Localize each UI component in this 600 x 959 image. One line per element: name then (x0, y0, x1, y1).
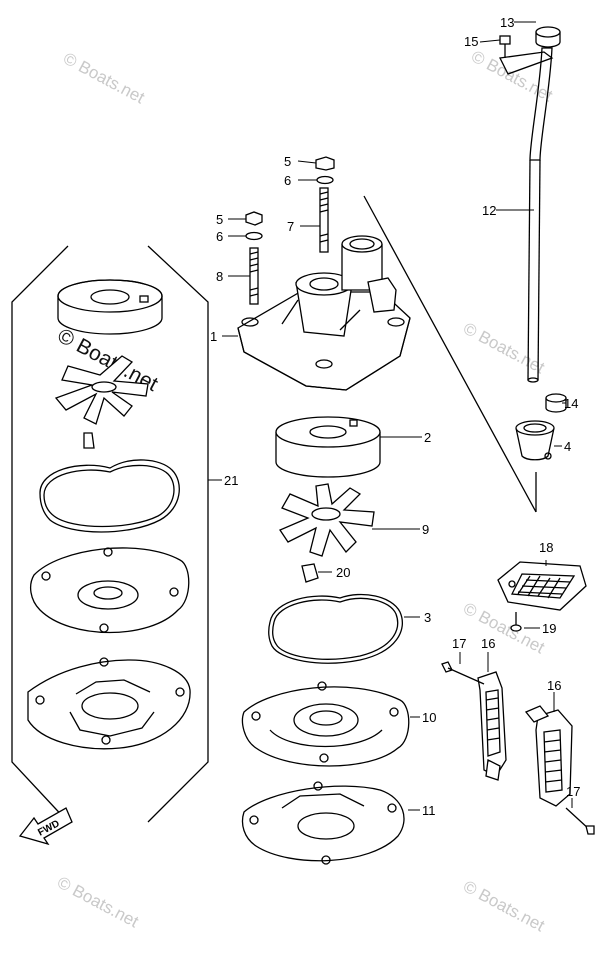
callout-19: 19 (542, 621, 556, 636)
kit-impeller (54, 355, 149, 425)
water-tube-12 (537, 159, 541, 381)
callout-10: 10 (422, 710, 436, 725)
callout-14: 14 (564, 396, 578, 411)
watermark: © Boats.net (460, 877, 548, 936)
screen-16 (524, 705, 573, 807)
nut-5 (245, 211, 263, 226)
grommet-14 (545, 393, 567, 413)
callout-6: 6 (284, 173, 291, 188)
plate-11 (241, 781, 405, 865)
nut-5 (315, 156, 335, 171)
bolt-15 (499, 35, 511, 58)
callout-15: 15 (464, 34, 478, 49)
callout-8: 8 (216, 269, 223, 284)
screw-17 (441, 661, 485, 685)
callout-12: 12 (482, 203, 496, 218)
kit-gasket (43, 464, 175, 528)
pump-case-1 (237, 235, 411, 391)
plate-10 (241, 681, 410, 767)
callout-17: 17 (566, 784, 580, 799)
kit-gasket (39, 459, 180, 533)
callout-5: 5 (284, 154, 291, 169)
impeller-9 (279, 483, 375, 557)
water-tube-12 (527, 159, 531, 381)
assembly-line (363, 195, 537, 513)
washer-6 (316, 175, 334, 185)
screw-17 (565, 807, 595, 835)
seal-4 (515, 420, 555, 461)
leader-lines (208, 21, 573, 811)
drawing (11, 21, 595, 865)
callout-17: 17 (452, 636, 466, 651)
callout-21: 21 (224, 473, 238, 488)
kit-gasket-plate (27, 657, 191, 750)
callout-3: 3 (424, 610, 431, 625)
watermark: © Boats.net (54, 873, 142, 932)
callout-9: 9 (422, 522, 429, 537)
screen-16 (477, 671, 507, 781)
fwd-arrow-icon (18, 807, 73, 846)
callout-16: 16 (547, 678, 561, 693)
callout-6: 6 (216, 229, 223, 244)
callout-7: 7 (287, 219, 294, 234)
insert-2 (275, 416, 381, 478)
washer-6 (245, 231, 263, 241)
kit-bracket-21 (147, 245, 209, 823)
stud-7 (319, 187, 329, 253)
callout-labels: 13 15 12 5 6 7 5 6 8 1 2 9 20 3 10 11 21… (210, 15, 580, 818)
watermark: © Boats.net (468, 47, 556, 106)
watermark: © Boats.net (460, 319, 548, 378)
callout-16: 16 (481, 636, 495, 651)
watermark: © Boats.net (60, 49, 148, 108)
callout-1: 1 (210, 329, 217, 344)
screen-plate-18 (497, 561, 587, 611)
kit-liner-plate (29, 547, 190, 634)
callout-11: 11 (422, 803, 436, 818)
kit-bracket-21 (11, 245, 69, 823)
screw-19 (510, 612, 522, 632)
kit-key (83, 432, 95, 449)
callout-4: 4 (564, 439, 571, 454)
callout-18: 18 (539, 540, 553, 555)
callout-2: 2 (424, 430, 431, 445)
callout-5: 5 (216, 212, 223, 227)
callout-20: 20 (336, 565, 350, 580)
key-20 (301, 563, 319, 583)
callout-13: 13 (500, 15, 514, 30)
stud-8 (249, 247, 259, 305)
grommet-13 (535, 26, 561, 48)
gasket-3 (268, 593, 404, 664)
gasket-3 (272, 597, 399, 660)
kit-pump-case (57, 279, 163, 335)
